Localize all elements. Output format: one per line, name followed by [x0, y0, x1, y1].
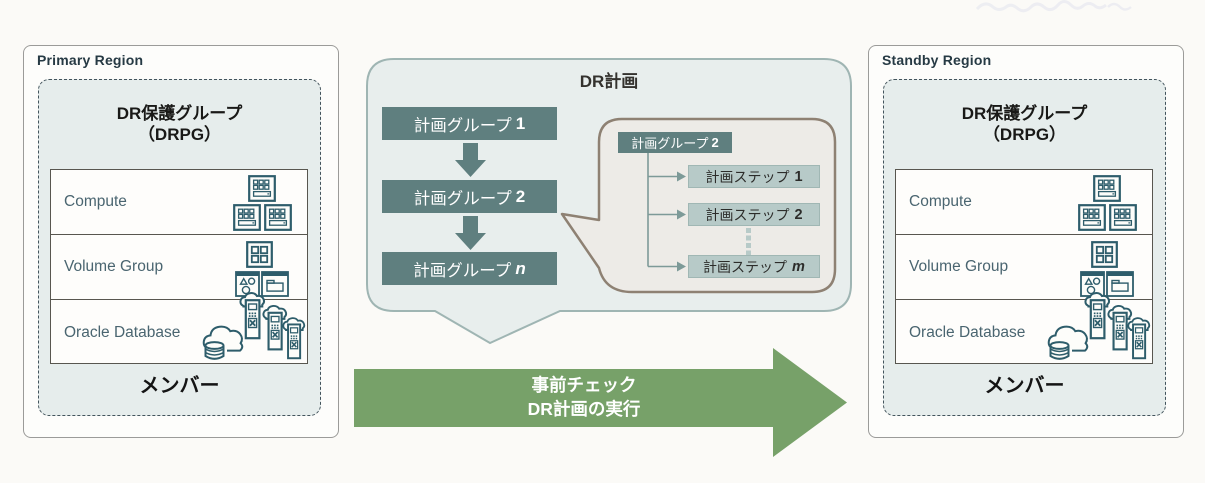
- standby-region-box: Standby Region DR保護グループ （DRPG） Compute V…: [868, 45, 1184, 438]
- callout-tree-arrowheads: [677, 171, 686, 272]
- plan-group-number: 2: [515, 186, 526, 206]
- volume-group-row-label: Volume Group: [64, 258, 164, 275]
- plan-step-number: 1: [794, 168, 803, 185]
- flow-arrow-shape: [354, 348, 847, 457]
- oracle-database-row-label: Oracle Database: [909, 323, 1026, 341]
- drpg-title-line1: DR保護グループ: [961, 104, 1088, 123]
- table-row-oracle-database: Oracle Database: [896, 300, 1152, 365]
- standby-region-label: Standby Region: [882, 52, 992, 68]
- table-row-compute: Compute: [896, 170, 1152, 235]
- table-row-compute: Compute: [51, 170, 307, 235]
- standby-member-footer: メンバー: [984, 375, 1065, 397]
- drpg-title-line2: （DRPG）: [137, 125, 222, 144]
- flow-arrow-line1: 事前チェック: [531, 375, 637, 395]
- steps-ellipsis-dots: [746, 228, 751, 256]
- plan-step-number: m: [792, 258, 805, 275]
- db-tower-icon: [282, 316, 306, 361]
- drpg-title-line1: DR保護グループ: [116, 104, 243, 123]
- panes-icon: [1091, 241, 1118, 268]
- db-tower-icon: [1127, 316, 1151, 361]
- plan-group-number: n: [515, 258, 526, 278]
- vm-icon: [1109, 204, 1137, 231]
- primary-region-box: Primary Region DR保護グループ （DRPG） Compute V…: [23, 45, 339, 438]
- table-row-oracle-database: Oracle Database: [51, 300, 307, 365]
- drpg-title-line2: （DRPG）: [982, 125, 1067, 144]
- standby-drpg-title: DR保護グループ （DRPG）: [884, 103, 1165, 145]
- compute-row-label: Compute: [64, 193, 127, 210]
- down-block-arrow: [455, 143, 486, 250]
- oracle-database-row-label: Oracle Database: [64, 323, 181, 341]
- vm-icon: [1078, 204, 1106, 231]
- vm-icon: [1093, 175, 1121, 202]
- callout-tree-connectors: [647, 153, 677, 268]
- plan-group-label: 計画グループ: [413, 189, 512, 208]
- plan-group-label: 計画グループ: [413, 116, 512, 135]
- plan-group-label: 計画グループ: [413, 261, 512, 280]
- callout-group-number: 2: [711, 135, 719, 150]
- plan-step-label: 計画ステップ: [703, 258, 788, 275]
- table-row-volume-group: Volume Group: [51, 235, 307, 300]
- flow-arrow-line2: DR計画の実行: [527, 399, 641, 419]
- panes-icon: [246, 241, 273, 268]
- plan-group-number: 1: [515, 113, 526, 133]
- primary-member-footer: メンバー: [139, 375, 220, 397]
- primary-member-table: Compute Volume Group Oracle Database: [50, 169, 308, 364]
- callout-group-label: 計画グループ: [631, 136, 709, 151]
- plan-step-number: 2: [794, 206, 803, 223]
- table-row-volume-group: Volume Group: [896, 235, 1152, 300]
- plan-step-label: 計画ステップ: [705, 168, 790, 185]
- dr-plan-title: DR計画: [579, 72, 639, 91]
- primary-drpg-title: DR保護グループ （DRPG）: [39, 103, 320, 145]
- vm-icon: [264, 204, 292, 231]
- volume-group-row-label: Volume Group: [909, 258, 1009, 275]
- flow-arrow-text: 事前チェック DR計画の実行: [354, 373, 814, 421]
- primary-drpg-box: DR保護グループ （DRPG） Compute Volume Group: [38, 79, 321, 416]
- primary-region-label: Primary Region: [37, 52, 144, 68]
- vm-icon: [248, 175, 276, 202]
- compute-row-label: Compute: [909, 193, 972, 210]
- plan-step-label: 計画ステップ: [705, 206, 790, 223]
- vm-icon: [233, 204, 261, 231]
- standby-drpg-box: DR保護グループ （DRPG） Compute Volume Group: [883, 79, 1166, 416]
- standby-member-table: Compute Volume Group Oracle Database: [895, 169, 1153, 364]
- watermark-artifact: [975, 0, 1132, 13]
